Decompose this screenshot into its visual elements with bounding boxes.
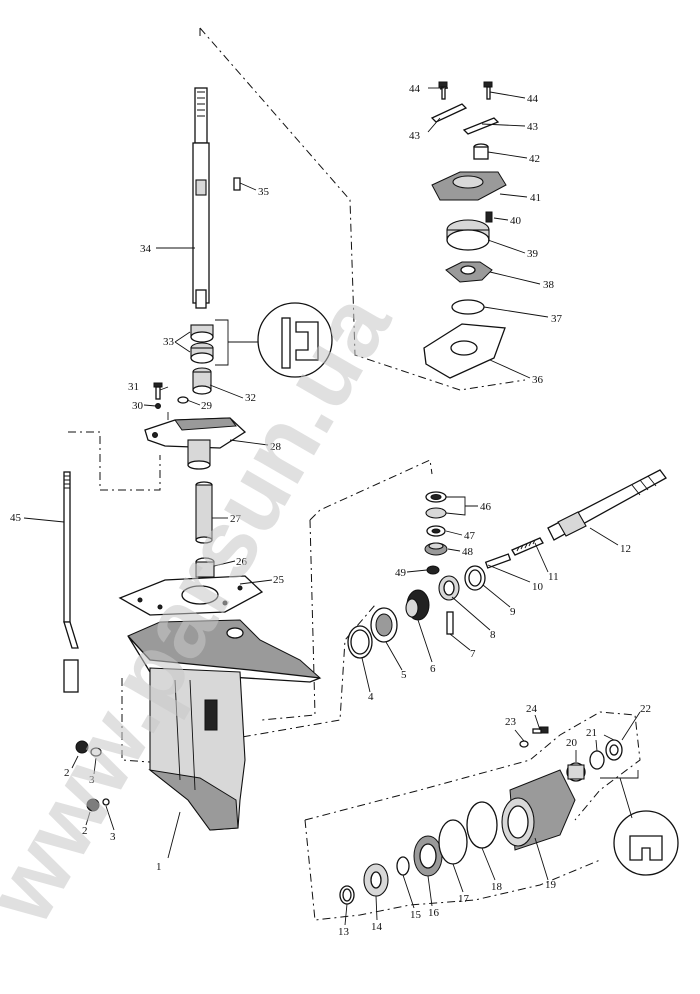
callout-41: 41 [530,192,541,204]
callout-25: 25 [273,574,285,586]
callout-22: 22 [640,703,651,715]
callout-3: 3 [110,831,116,843]
drain-screws [75,740,110,812]
callout-48: 48 [462,546,474,558]
water-pump-parts [423,81,507,379]
callout-30: 30 [132,400,144,412]
callout-20: 20 [566,737,578,749]
callout-32: 32 [245,392,256,404]
drive-shaft [192,87,241,309]
callout-1: 1 [156,861,162,873]
callout-6: 6 [430,663,436,675]
callout-28: 28 [270,441,282,453]
callout-45: 45 [10,512,22,524]
callout-33: 33 [163,336,175,348]
pinion-parts [424,491,448,575]
callout-40: 40 [510,215,522,227]
callout-3: 3 [89,774,95,786]
callout-5: 5 [401,669,407,681]
callout-26: 26 [236,556,248,568]
shift-rod [63,471,79,693]
callout-14: 14 [371,921,383,933]
callout-leader-lines [23,87,641,926]
callout-27: 27 [230,513,242,525]
callout-36: 36 [532,374,544,386]
water-pipe [118,481,264,616]
callout-16: 16 [428,907,440,919]
callout-numbers: 1 2 3 2 3 4 5 6 7 8 9 10 11 12 13 14 15 … [10,83,651,938]
callout-15: 15 [410,909,422,921]
upper-bearings [190,302,333,395]
callout-9: 9 [510,606,516,618]
callout-37: 37 [551,313,563,325]
callout-12: 12 [620,543,631,555]
callout-39: 39 [527,248,539,260]
callout-8: 8 [490,629,496,641]
callout-24: 24 [526,703,538,715]
callout-7: 7 [470,648,476,660]
propeller-shaft-assembly [347,469,667,659]
callout-35: 35 [258,186,270,198]
callout-29: 29 [201,400,213,412]
callout-13: 13 [338,926,350,938]
callout-46: 46 [480,501,492,513]
callout-31: 31 [128,381,139,393]
callout-44: 44 [409,83,421,95]
callout-11: 11 [548,571,559,583]
callout-38: 38 [543,279,555,291]
callout-2: 2 [82,825,88,837]
callout-43: 43 [409,130,421,142]
callout-47: 47 [464,530,476,542]
callout-19: 19 [545,879,557,891]
callout-23: 23 [505,716,517,728]
lower-unit-housing [127,619,322,831]
callout-17: 17 [458,893,470,905]
callout-44: 44 [527,93,539,105]
callout-21: 21 [586,727,597,739]
callout-2: 2 [64,767,70,779]
callout-10: 10 [532,581,544,593]
callout-43: 43 [527,121,539,133]
callout-42: 42 [529,153,540,165]
pipe-holder-assembly [144,382,247,470]
callout-34: 34 [140,243,152,255]
callout-49: 49 [395,567,407,579]
callout-18: 18 [491,881,503,893]
bearing-housing-assembly [339,726,679,905]
callout-4: 4 [368,691,374,703]
